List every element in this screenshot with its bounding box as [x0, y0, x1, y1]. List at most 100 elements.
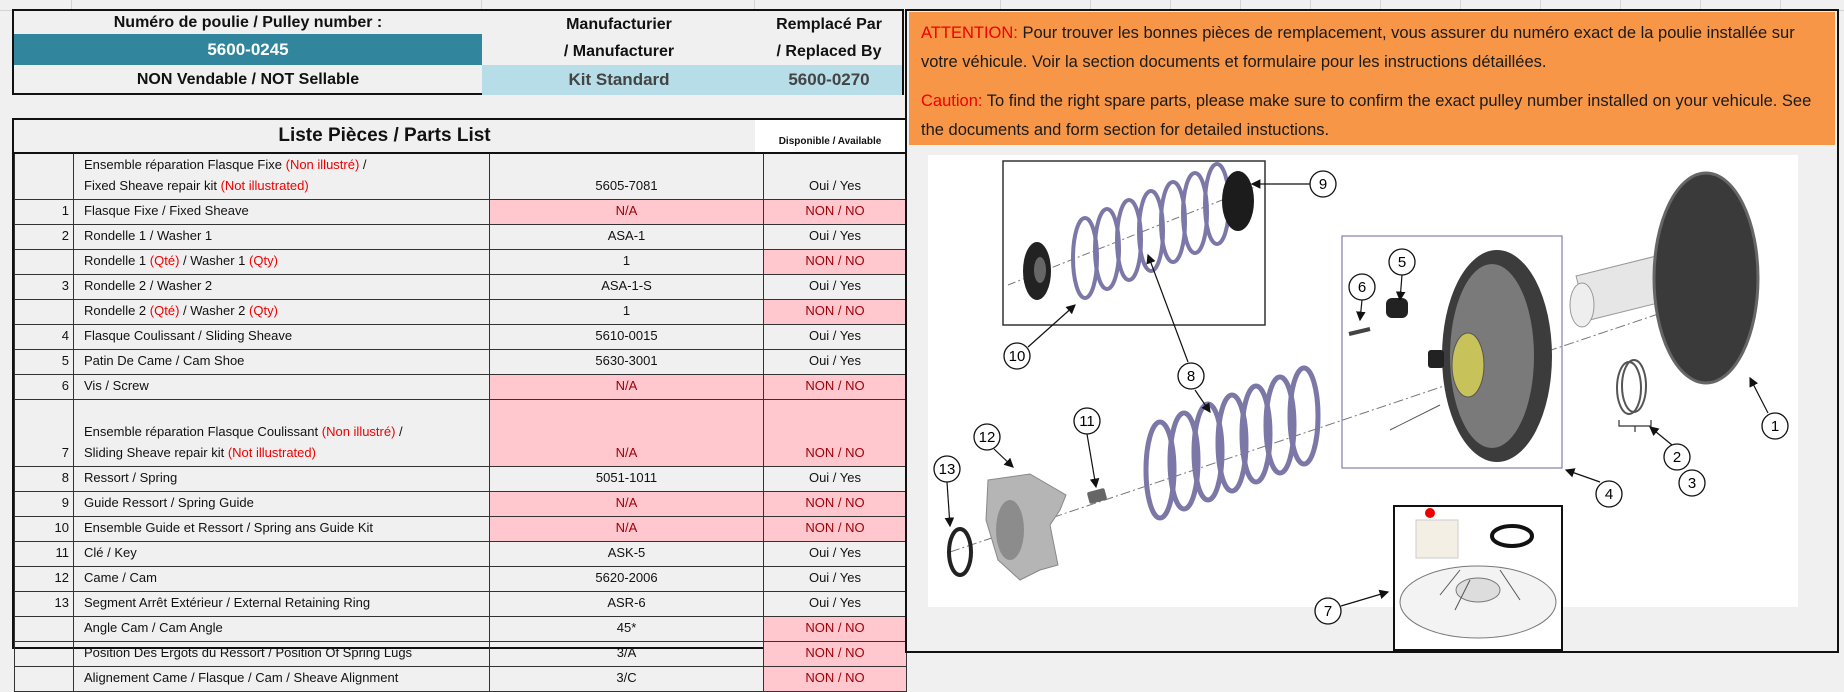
callout-number: 3 — [1688, 475, 1696, 492]
manufacturer-label-en: / Manufacturer — [563, 42, 675, 60]
item-description: Ensemble réparation Flasque Fixe (Non il… — [73, 152, 490, 200]
parts-table: Ensemble réparation Flasque Fixe (Non il… — [14, 152, 907, 692]
spring-guide-kit-parts — [1007, 162, 1261, 300]
part-number[interactable]: 5620-2006 — [489, 566, 764, 592]
spring-coil — [1167, 410, 1201, 512]
description-text: / Washer 1 — [179, 253, 250, 268]
availability-status: Oui / Yes — [763, 224, 907, 250]
part-number[interactable]: 45* — [489, 616, 764, 642]
part-number[interactable]: N/A — [489, 374, 764, 400]
description-note: (Qty) — [249, 303, 278, 318]
pulley-number-value[interactable]: 5600-0245 — [14, 34, 482, 65]
sliding-sheave-part — [1389, 250, 1552, 462]
availability-status: Oui / Yes — [763, 324, 907, 350]
cam-part — [985, 473, 1067, 581]
availability-status: Oui / Yes — [763, 349, 907, 375]
availability-status: NON / NO — [763, 199, 907, 225]
description-text: / — [359, 157, 367, 172]
item-number: 10 — [14, 516, 74, 542]
part-number[interactable]: N/A — [489, 399, 764, 467]
item-description: Angle Cam / Cam Angle — [73, 616, 490, 642]
description-text: Flasque Fixe / Fixed Sheave — [84, 203, 249, 218]
callout-11: 11 — [1073, 407, 1101, 435]
item-description: Ensemble Guide et Ressort / Spring ans G… — [73, 516, 490, 542]
part-number[interactable]: 5630-3001 — [489, 349, 764, 375]
spring-coil — [1215, 392, 1249, 494]
pulley-number-label: Numéro de poulie / Pulley number : — [113, 13, 383, 31]
parts-table-row[interactable]: Ensemble réparation Flasque Fixe (Non il… — [14, 152, 907, 200]
availability-status: Oui / Yes — [763, 591, 907, 617]
description-note: (Qté) — [149, 253, 180, 268]
description-text: Ensemble réparation Flasque Fixe — [84, 157, 286, 172]
callout-circle — [1309, 170, 1337, 198]
callout-circle — [1314, 597, 1342, 625]
callout-circle — [1348, 273, 1376, 301]
item-description: Flasque Coulissant / Sliding Sheave — [73, 324, 490, 350]
callout-number: 9 — [1319, 176, 1327, 193]
cam-shoe-part — [1386, 298, 1408, 318]
callout-circle — [1388, 248, 1416, 276]
description-text: Position Des Ergots du Ressort / Positio… — [84, 645, 413, 660]
parts-table-row[interactable]: Alignement Came / Flasque / Cam / Sheave… — [14, 666, 907, 692]
part-number[interactable]: 3/C — [489, 666, 764, 692]
callout-circle — [973, 423, 1001, 451]
availability-status: Oui / Yes — [763, 541, 907, 567]
item-number — [14, 666, 74, 692]
replaced-by-label-fr: Remplacé Par — [776, 15, 882, 33]
description-text: Alignement Came / Flasque / Cam / Sheave… — [84, 670, 399, 685]
description-text: Ensemble Guide et Ressort / Spring ans G… — [84, 520, 374, 535]
axis-line — [949, 299, 1701, 553]
callout-circle — [1073, 407, 1101, 435]
item-description: Alignement Came / Flasque / Cam / Sheave… — [73, 666, 490, 692]
part-number[interactable]: N/A — [489, 516, 764, 542]
availability-status: NON / NO — [763, 666, 907, 692]
replaced-by-label-en: / Replaced By — [776, 42, 882, 60]
callout-6: 6 — [1348, 273, 1376, 301]
description-note: (Not illustrated) — [220, 178, 309, 193]
replaced-by-value[interactable]: 5600-0270 — [756, 65, 902, 95]
item-number — [14, 152, 74, 200]
callout-number: 13 — [939, 461, 956, 478]
callout-number: 7 — [1324, 603, 1332, 620]
diagram-background — [928, 155, 1798, 607]
fixed-sheave-part — [1569, 171, 1760, 385]
key-part — [1087, 488, 1107, 504]
availability-status: Oui / Yes — [763, 566, 907, 592]
description-text: Guide Ressort / Spring Guide — [84, 495, 254, 510]
description-note: (Non illustré) — [321, 424, 396, 439]
description-text: Patin De Came / Cam Shoe — [84, 353, 245, 368]
callout-number: 2 — [1673, 449, 1681, 466]
callout-7: 7 — [1314, 597, 1342, 625]
description-text: Clé / Key — [84, 545, 137, 560]
item-number: 3 — [14, 274, 74, 300]
description-note: (Not illustrated) — [227, 445, 316, 460]
callout-3: 3 — [1678, 469, 1706, 497]
description-text: Ressort / Spring — [84, 470, 178, 485]
part-number[interactable]: N/A — [489, 199, 764, 225]
callout-circle — [933, 455, 961, 483]
attention-notice: ATTENTION: Pour trouver les bonnes pièce… — [909, 12, 1835, 145]
callout-4: 4 — [1595, 480, 1623, 508]
callout-12: 12 — [973, 423, 1001, 451]
attention-label: ATTENTION: — [921, 24, 1018, 42]
description-text: Flasque Coulissant / Sliding Sheave — [84, 328, 293, 343]
description-text: / Washer 2 — [179, 303, 250, 318]
washer-part — [1616, 359, 1652, 432]
item-description: Rondelle 2 (Qté) / Washer 2 (Qty) — [73, 299, 490, 325]
description-text: Rondelle 2 — [84, 303, 150, 318]
part-number[interactable]: N/A — [489, 491, 764, 517]
description-text: Segment Arrêt Extérieur / External Retai… — [84, 595, 371, 610]
attention-text-fr: Pour trouver les bonnes pièces de rempla… — [921, 24, 1795, 71]
